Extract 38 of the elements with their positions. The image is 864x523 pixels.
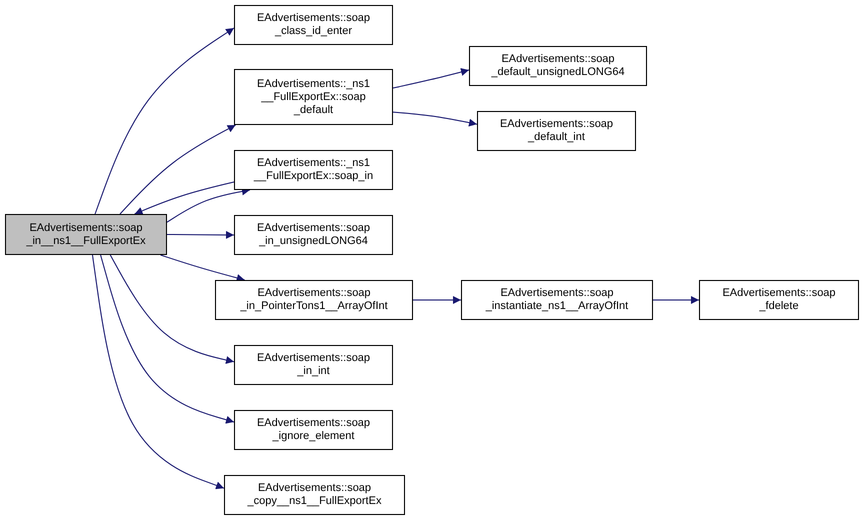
arrow: [160, 254, 246, 282]
arrow: [412, 296, 462, 304]
function-name: EAdvertisements::soap _copy__ns1__FullExportEx: [246, 482, 382, 508]
function-name: EAdvertisements::_ns1 __FullExportEx::soap _default: [256, 78, 372, 116]
function-box: [234, 150, 393, 190]
function-name: EAdvertisements::soap _instantiate_ns1__ArrayOfInt: [484, 287, 630, 313]
arrow: [134, 182, 234, 215]
function-box: [461, 280, 653, 320]
arrow: [120, 124, 236, 214]
arrow: [100, 254, 234, 424]
function-box: [215, 280, 413, 320]
function-box: [699, 280, 859, 320]
function-name: EAdvertisements::soap _fdelete: [721, 287, 837, 313]
function-name: EAdvertisements::soap _default_int: [498, 118, 614, 144]
function-name: EAdvertisements::soap _class_id_enter: [256, 12, 372, 38]
arrow: [110, 254, 234, 364]
function-name: EAdvertisements::soap _in__ns1__FullExportEx: [25, 222, 147, 248]
function-box: [224, 475, 405, 515]
function-box: [469, 46, 647, 86]
function-name: EAdvertisements::soap _ignore_element: [256, 417, 372, 443]
function-box: [234, 410, 393, 450]
function-box: [477, 111, 636, 151]
function-box: [234, 345, 393, 385]
arrow: [94, 28, 234, 214]
arrow: [652, 296, 700, 304]
function-box: [234, 69, 393, 125]
arrow: [92, 254, 224, 490]
function-box: [234, 5, 393, 45]
function-name: EAdvertisements::soap _default_unsignedLONG64: [490, 53, 626, 79]
arrow: [392, 112, 478, 127]
function-box: [5, 214, 167, 255]
arrow: [392, 68, 470, 89]
function-name: EAdvertisements::soap _in_int: [256, 352, 372, 378]
function-name: EAdvertisements::soap _in_PointerTons1__ArrayOfInt: [239, 287, 389, 313]
function-name: EAdvertisements::_ns1 __FullExportEx::soap_in: [252, 157, 374, 183]
function-name: EAdvertisements::soap _in_unsignedLONG64: [256, 222, 372, 248]
arrow: [166, 230, 234, 239]
function-box: [234, 215, 393, 255]
